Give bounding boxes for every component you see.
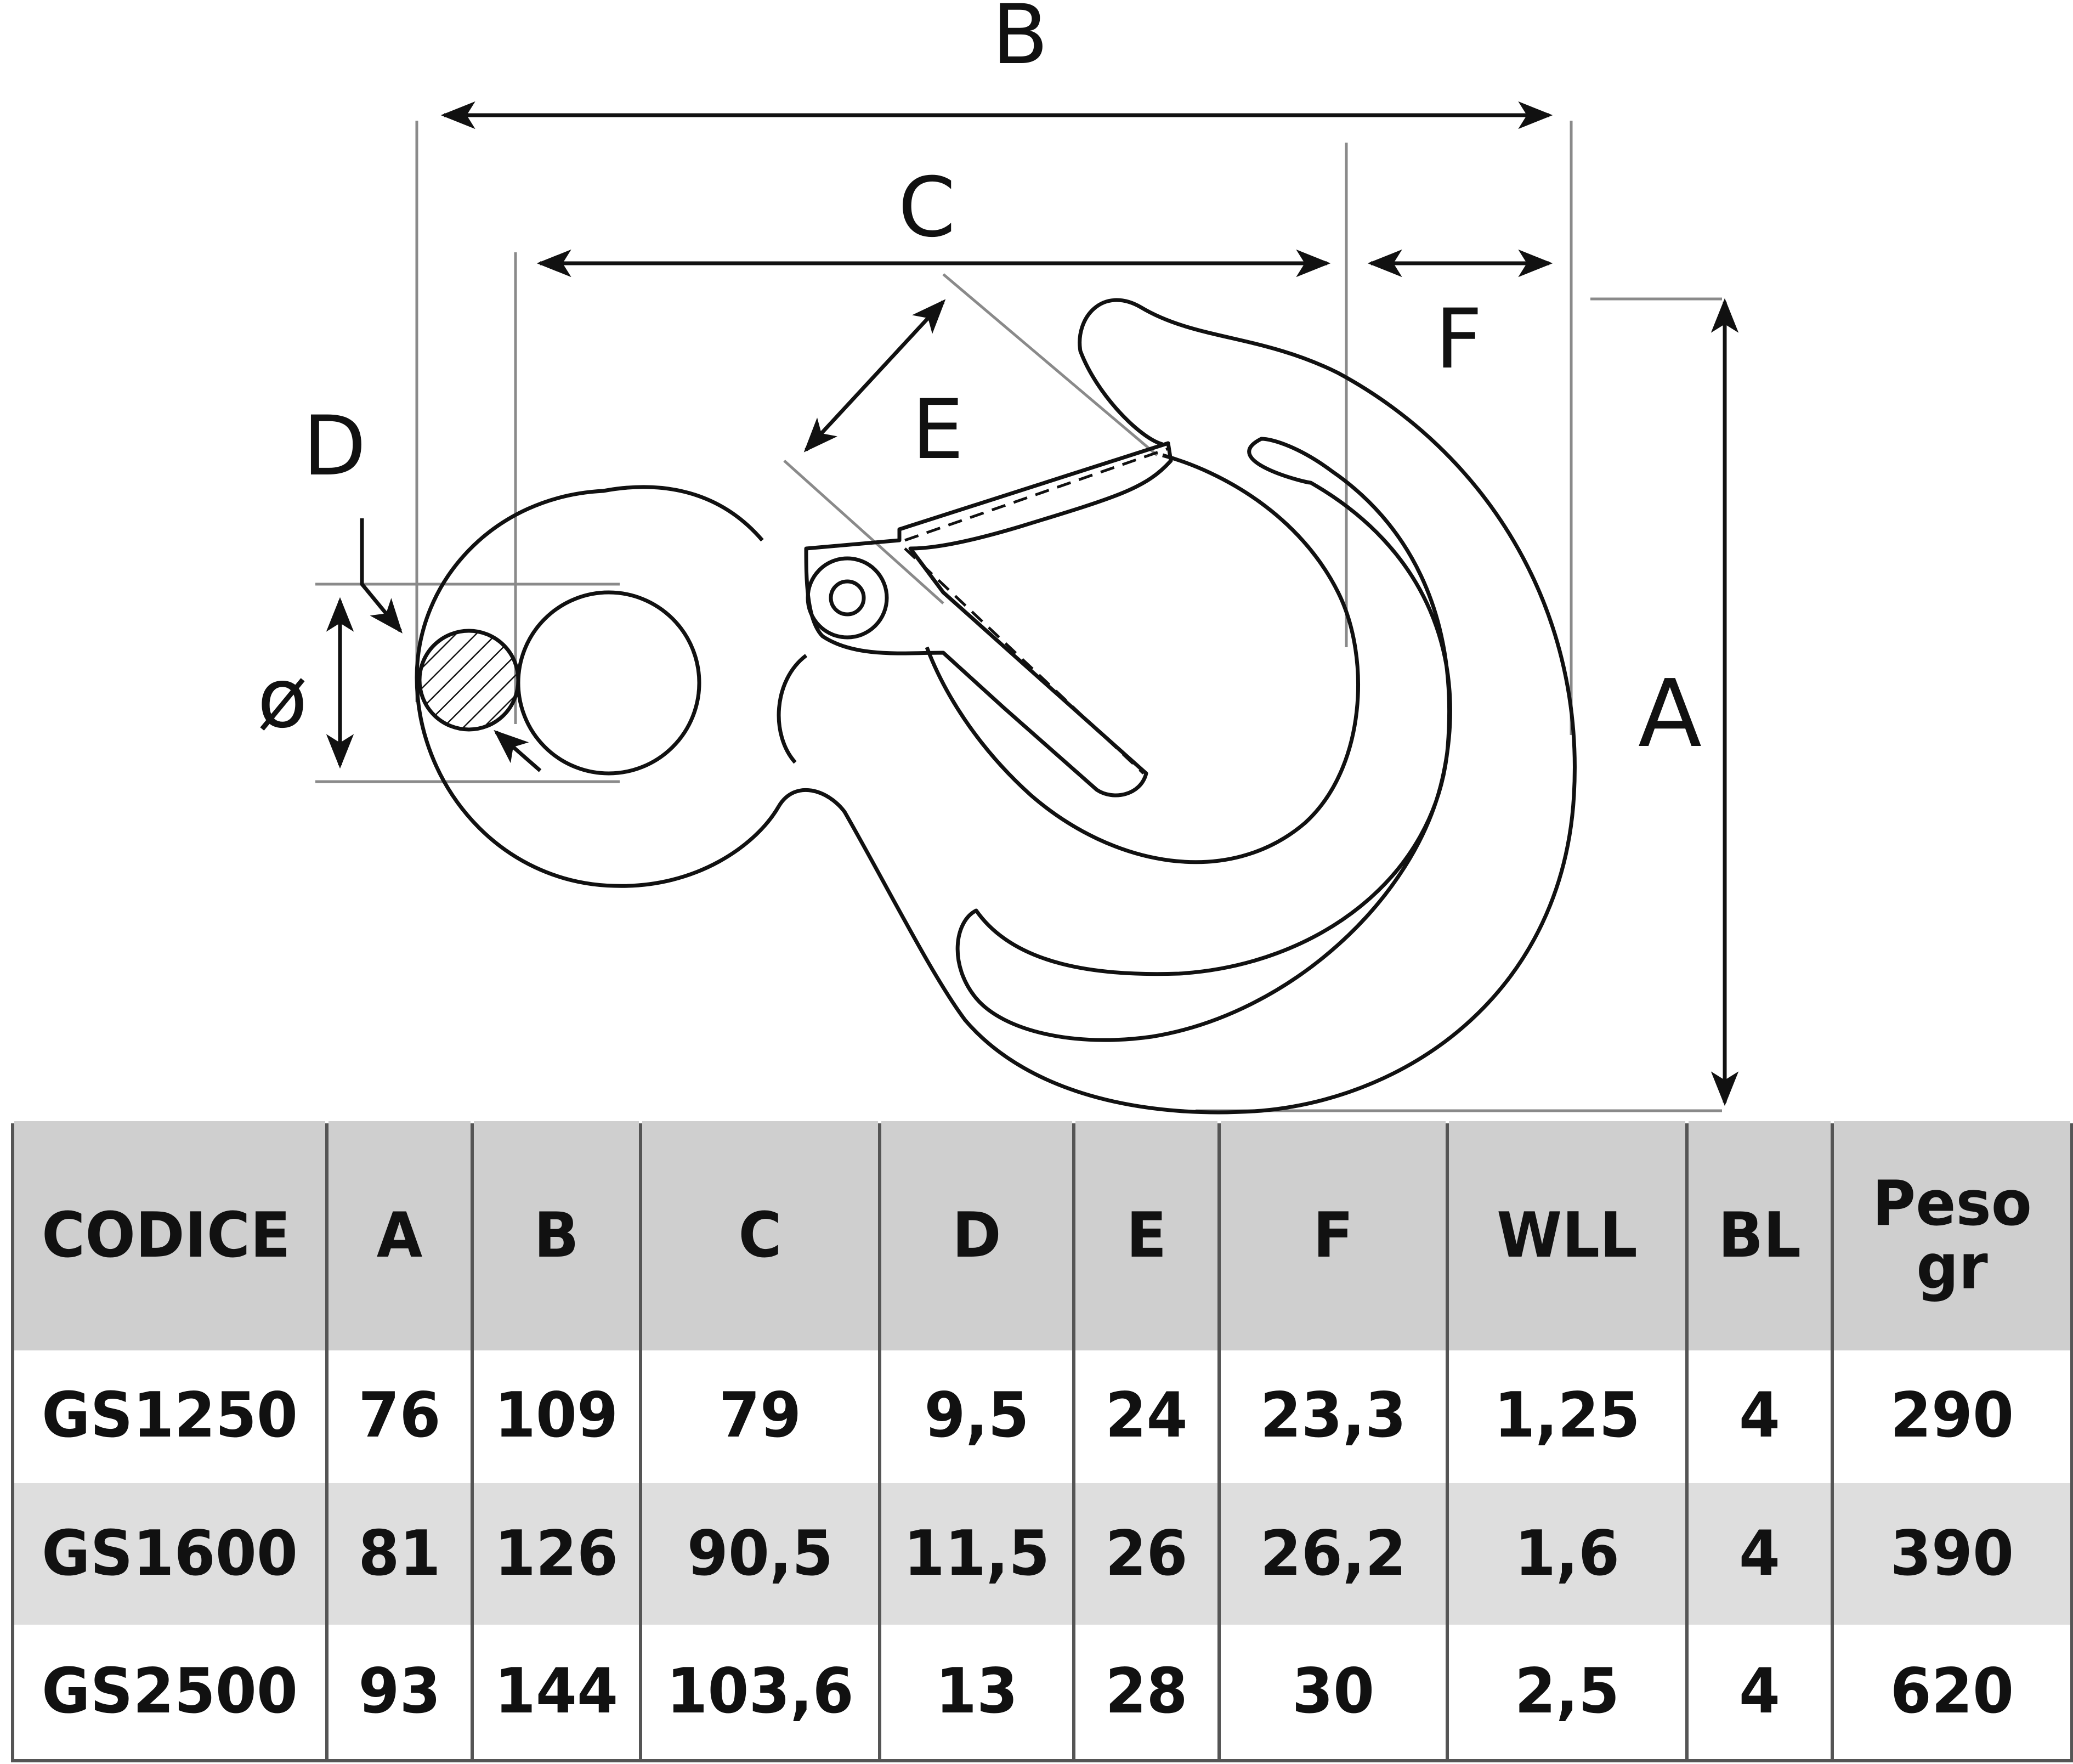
- table-header-row: CODICE A B C D E F WLL BL Peso gr: [11, 1117, 2073, 1354]
- hook-inner-contour: [925, 453, 1360, 864]
- cell-f: 26,2: [1217, 1479, 1449, 1628]
- hook-groove: [955, 437, 1452, 1042]
- cell-wll: 1,25: [1446, 1341, 1689, 1490]
- label-diameter: ø: [257, 651, 308, 747]
- extension-lines: [315, 121, 1722, 1112]
- cell-peso: 290: [1831, 1341, 2073, 1490]
- hook-latch: [804, 441, 1173, 798]
- cell-bl: 4: [1685, 1479, 1834, 1628]
- cell-b: 109: [471, 1341, 642, 1490]
- header-d: D: [878, 1117, 1075, 1354]
- label-d: D: [303, 399, 366, 494]
- cell-e: 24: [1072, 1341, 1221, 1490]
- cell-b: 144: [471, 1617, 642, 1764]
- header-a: A: [325, 1117, 474, 1354]
- cell-d: 9,5: [878, 1341, 1075, 1490]
- header-peso: Peso gr: [1831, 1117, 2073, 1354]
- cell-peso: 620: [1831, 1617, 2073, 1764]
- cell-d: 13: [878, 1617, 1075, 1764]
- dimension-d-leader: [360, 518, 403, 634]
- dimension-arrows: [326, 101, 1739, 1106]
- table-row: GS1600 81 126 90,5 11,5 26 26,2 1,6 4 39…: [11, 1479, 2073, 1628]
- cell-bl: 4: [1685, 1617, 1834, 1764]
- cell-codice: GS2500: [11, 1617, 328, 1764]
- cell-bl: 4: [1685, 1341, 1834, 1490]
- table-row: GS1250 76 109 79 9,5 24 23,3 1,25 4 290: [11, 1341, 2073, 1490]
- latch-pivot-outer: [806, 556, 889, 640]
- header-codice: CODICE: [11, 1117, 328, 1354]
- cell-peso: 390: [1831, 1479, 2073, 1628]
- label-c: C: [898, 160, 956, 256]
- specification-table: CODICE A B C D E F WLL BL Peso gr GS1250…: [11, 1117, 2073, 1764]
- cell-b: 126: [471, 1479, 642, 1628]
- cell-a: 81: [325, 1479, 474, 1628]
- header-peso-line1: Peso: [1872, 1167, 2032, 1240]
- label-e: E: [912, 382, 964, 478]
- cell-c: 90,5: [639, 1479, 881, 1628]
- cell-f: 30: [1217, 1617, 1449, 1764]
- header-c: C: [639, 1117, 881, 1354]
- cell-c: 103,6: [639, 1617, 881, 1764]
- cell-codice: GS1600: [11, 1479, 328, 1628]
- cell-a: 76: [325, 1341, 474, 1490]
- cell-d: 11,5: [878, 1479, 1075, 1628]
- hook-eye-hole: [516, 590, 701, 776]
- hook-eye-outer: [415, 485, 781, 888]
- cell-e: 26: [1072, 1479, 1221, 1628]
- hook-outer-contour: [777, 298, 1577, 1115]
- cell-e: 28: [1072, 1617, 1221, 1764]
- cell-a: 93: [325, 1617, 474, 1764]
- header-b: B: [471, 1117, 642, 1354]
- label-a: A: [1638, 660, 1702, 768]
- hook-body: [415, 298, 1577, 1115]
- header-e: E: [1072, 1117, 1221, 1354]
- header-peso-line2: gr: [1916, 1231, 1988, 1303]
- cell-wll: 2,5: [1446, 1617, 1689, 1764]
- label-f: F: [1435, 292, 1482, 387]
- cell-wll: 1,6: [1446, 1479, 1689, 1628]
- cell-codice: GS1250: [11, 1341, 328, 1490]
- header-f: F: [1217, 1117, 1449, 1354]
- hook-shank-inner: [777, 654, 808, 764]
- header-wll: WLL: [1446, 1117, 1689, 1354]
- cell-f: 23,3: [1217, 1341, 1449, 1490]
- latch-pivot-pin: [829, 579, 866, 617]
- cell-c: 79: [639, 1341, 881, 1490]
- hook-technical-drawing: B C F E D A ø: [257, 0, 1739, 1115]
- table-row: GS2500 93 144 103,6 13 28 30 2,5 4 620: [11, 1617, 2073, 1764]
- header-bl: BL: [1685, 1117, 1834, 1354]
- dimension-d-leader-bottom: [494, 730, 542, 772]
- dimension-e-arrow: [803, 299, 946, 453]
- label-b: B: [992, 0, 1049, 83]
- wire-section: [417, 629, 520, 732]
